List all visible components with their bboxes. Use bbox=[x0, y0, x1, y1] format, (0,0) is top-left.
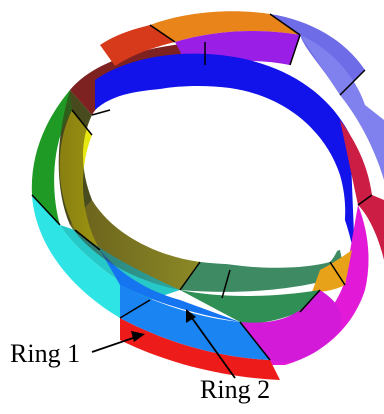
cylinder-shell bbox=[32, 11, 384, 380]
ring1-label: Ring 1 bbox=[10, 339, 80, 368]
ring2-label: Ring 2 bbox=[200, 375, 270, 404]
